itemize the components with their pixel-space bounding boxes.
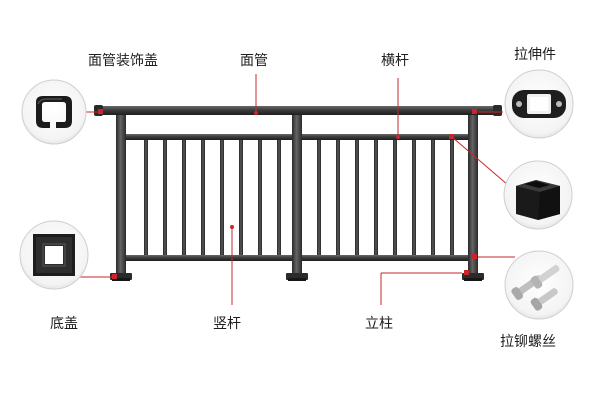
label-extension-piece: 拉伸件 (514, 47, 556, 63)
label-base-cover: 底盖 (50, 316, 78, 332)
base-cover-detail (19, 220, 89, 290)
label-post: 立柱 (365, 316, 393, 332)
post-right (468, 115, 478, 276)
handrail-tube (98, 106, 498, 115)
label-handrail: 面管 (240, 53, 268, 69)
label-handrail-end-cap: 面管装饰盖 (88, 53, 158, 69)
square-connector-detail (503, 160, 573, 230)
handrail-end-cap-detail (21, 79, 87, 145)
leader-lines (80, 74, 515, 305)
rivet-screw-detail (504, 250, 574, 320)
post-left (116, 115, 126, 276)
label-baluster: 竖杆 (213, 316, 241, 332)
balusters-left (144, 140, 281, 255)
extension-piece-detail (504, 69, 574, 139)
label-crossbar: 横杆 (381, 53, 409, 69)
label-rivet-screw: 拉铆螺丝 (500, 334, 556, 350)
post-middle (292, 115, 302, 276)
railing (94, 105, 502, 281)
balusters-right (317, 140, 454, 255)
handrail-end-cap-right (493, 105, 502, 116)
